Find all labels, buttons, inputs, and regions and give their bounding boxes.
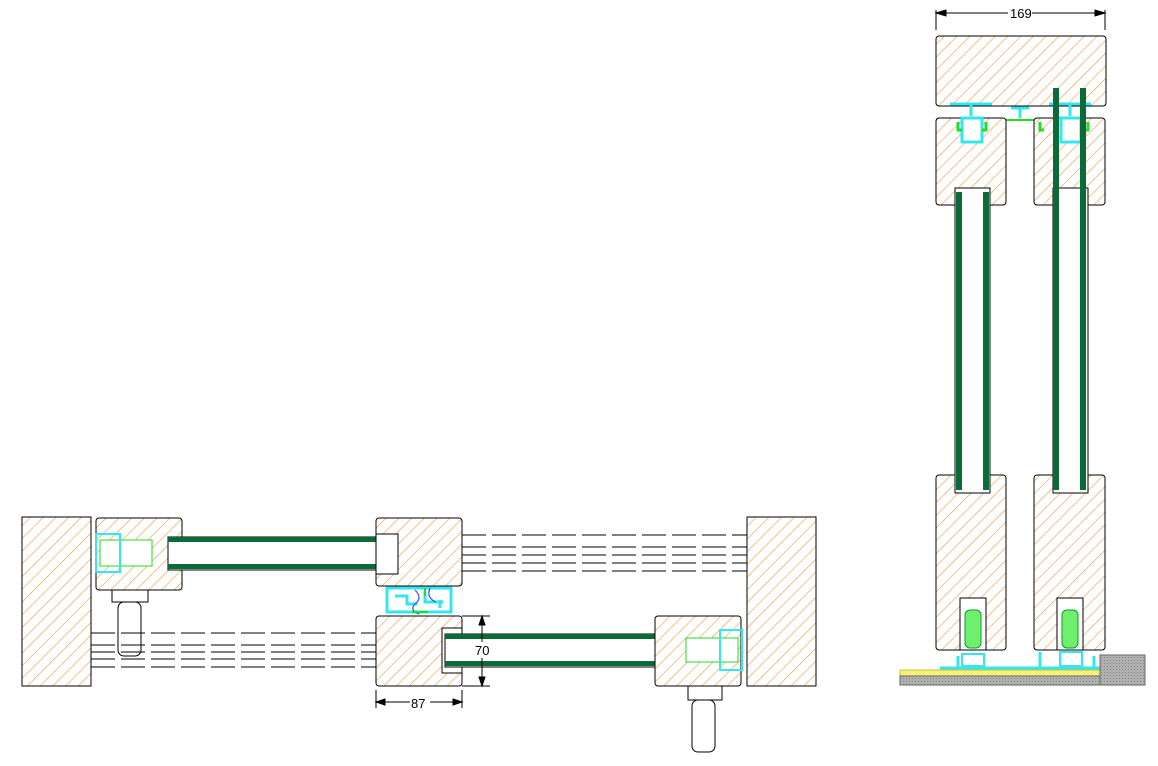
right-roller [1056,597,1084,651]
right-handle-base [687,685,723,701]
upper-hidden-lines [462,534,747,572]
lower-glass-pane-outer [445,634,670,639]
section-view: 169 [899,6,1146,686]
right-glass-pane-inner [1080,88,1086,490]
middle-upper-glazing-rebate [375,533,399,575]
dimension-70-label: 70 [475,643,489,658]
left-glass-pane-inner [983,192,989,490]
upper-glass-pane-outer [168,537,390,542]
dimension-70 [462,614,490,688]
right-handle [691,699,716,753]
right-lock-housing [685,637,739,663]
right-lock-profile [719,629,743,671]
floor-step [1099,654,1146,686]
head-frame [935,35,1107,107]
left-guide-profile [960,116,984,144]
left-handle-base [111,589,149,603]
left-glass-pane-outer [956,192,962,490]
left-wall [21,516,92,687]
lower-hidden-lines [91,632,376,668]
right-wall [746,516,817,687]
left-roller [959,597,987,651]
dimension-87-label: 87 [411,696,425,711]
left-lock-housing [99,539,153,567]
dimension-87 [374,690,464,708]
dimension-169-label: 169 [1010,6,1032,21]
left-lock-profile [95,533,121,573]
dimension-169 [934,9,1107,30]
right-guide-profile [1059,116,1083,144]
lower-glass-pane-inner [445,661,670,666]
interlock-profile [385,586,453,615]
right-glass-pane-outer [1053,88,1059,490]
left-handle [117,601,142,657]
sill-track-profile [940,651,1100,670]
plan-view: 70 87 [21,516,817,753]
upper-glass-pane-inner [168,564,390,569]
